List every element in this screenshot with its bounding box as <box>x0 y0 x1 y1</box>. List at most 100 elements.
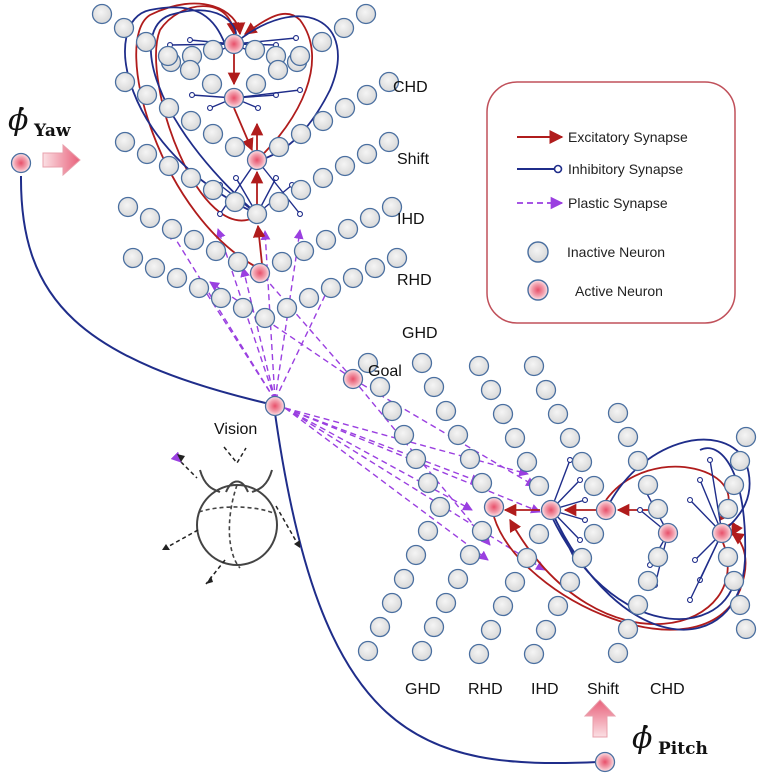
yaw-rhd-neuron <box>381 196 403 218</box>
vision-label: Vision <box>214 421 257 438</box>
pitch-ihd-neuron <box>516 547 538 569</box>
pitch-chd2-neuron <box>617 426 639 448</box>
yaw-ghd-neuron <box>342 267 364 289</box>
yaw-chd-neuron <box>201 73 223 95</box>
yaw-ghd-neuron <box>144 257 166 279</box>
yaw-shift-neuron <box>356 84 378 106</box>
pitch-rhd-neuron <box>411 640 433 662</box>
pitch-chd-neuron <box>723 570 745 592</box>
excitatory-synapse <box>135 2 263 271</box>
pitch-ihd-neuron <box>492 403 514 425</box>
pitch-ihd-neuron <box>516 451 538 473</box>
legend-inactive-label: Inactive Neuron <box>567 244 665 260</box>
yaw-chd-top-neuron <box>202 39 224 61</box>
yaw-ihd-neuron <box>158 155 180 177</box>
pitch-ihd-neuron <box>480 619 502 641</box>
inhibitory-synapse <box>150 9 258 215</box>
yaw-shift-neuron <box>290 123 312 145</box>
inhibitory-synapse <box>686 532 723 604</box>
pitch-chd-neuron <box>717 498 739 520</box>
legend-box <box>486 81 736 324</box>
pitch-chd-neuron <box>723 474 745 496</box>
excitatory-synapse <box>155 5 258 222</box>
pitch-rhd-neuron <box>459 544 481 566</box>
yaw-ihd-neuron <box>224 191 246 213</box>
pitch-ghd-neuron <box>381 592 403 614</box>
yaw-shift-neuron <box>180 110 202 132</box>
yaw-ghd-neuron <box>210 287 232 309</box>
legend-plastic-label: Plastic Synapse <box>568 195 668 211</box>
yaw-chd-top-neuron <box>244 39 266 61</box>
pitch-rhd-neuron <box>435 592 457 614</box>
pitch-rhd-neuron <box>423 616 445 638</box>
yaw-chd-neuron <box>289 45 311 67</box>
yaw-ghd-neuron <box>364 257 386 279</box>
yaw-shift-neuron <box>158 97 180 119</box>
yaw-ihd-neuron <box>114 131 136 153</box>
yaw-rhd-neuron <box>183 229 205 251</box>
pitch-ihd-neuron <box>504 427 526 449</box>
legend-excitatory-label: Excitatory Synapse <box>568 129 688 145</box>
pitch-chd-neuron <box>735 618 757 640</box>
yaw-chd-neuron <box>113 17 135 39</box>
yaw-input-cable <box>19 175 275 406</box>
yaw-rhd-neuron <box>293 240 315 262</box>
pitch-chd2-neuron <box>647 546 669 568</box>
yaw-shift-neuron <box>202 123 224 145</box>
yaw-rhd-neuron <box>249 262 271 284</box>
pitch-chd-neuron <box>735 426 757 448</box>
pitch-rhd-neuron <box>435 400 457 422</box>
yaw-chd-top-neuron <box>223 33 245 55</box>
legend-inhibitory-label: Inhibitory Synapse <box>568 161 683 177</box>
pitch-chd2-neuron <box>607 642 629 664</box>
yaw-shift-neuron <box>334 97 356 119</box>
pitch-chd-neuron <box>717 546 739 568</box>
legend: Excitatory Synapse Inhibitory Synapse Pl… <box>486 81 736 324</box>
plastic-synapse <box>284 407 541 514</box>
pitch-ihd-neuron <box>480 379 502 401</box>
pitch-shift-neuron <box>559 427 581 449</box>
yaw-ihd-neuron <box>268 191 290 213</box>
yaw-ghd-neuron <box>254 307 276 329</box>
yaw-layer-label-shift: Shift <box>397 151 430 168</box>
plastic-synapse <box>352 378 491 546</box>
pitch-ghd-neuron <box>417 520 439 542</box>
yaw-ihd-neuron <box>180 167 202 189</box>
svg-text:Yaw: Yaw <box>33 121 71 141</box>
yaw-chd-neuron <box>333 17 355 39</box>
yaw-ghd-neuron <box>320 277 342 299</box>
yaw-ihd-neuron <box>312 167 334 189</box>
yaw-input-neuron <box>10 152 32 174</box>
pitch-layer-label-ihd: IHD <box>531 681 559 698</box>
yaw-rhd-neuron <box>337 218 359 240</box>
pitch-chd-neuron <box>711 522 733 544</box>
yaw-shift-neuron <box>136 84 158 106</box>
yaw-ghd-neuron <box>188 277 210 299</box>
plastic-synapse <box>284 407 481 484</box>
goal-label: Goal <box>368 363 402 380</box>
pitch-rhd-neuron <box>447 424 469 446</box>
plastic-synapse <box>209 281 354 380</box>
yaw-chd-neuron <box>355 3 377 25</box>
pitch-shift-neuron <box>583 475 605 497</box>
pitch-shift-neuron <box>583 523 605 545</box>
yaw-shift-neuron <box>224 136 246 158</box>
yaw-velocity-label: ϕ̇ Yaw <box>8 103 71 141</box>
yaw-ghd-neuron <box>298 287 320 309</box>
plastic-synapse <box>240 267 276 401</box>
yaw-chd-neuron <box>245 73 267 95</box>
pitch-ghd-neuron <box>369 616 391 638</box>
goal-neuron <box>342 368 364 390</box>
yaw-layer-label-ihd: IHD <box>397 211 425 228</box>
pitch-ghd-neuron <box>405 544 427 566</box>
head-eye-icon <box>161 446 301 585</box>
yaw-chd-neuron <box>223 87 245 109</box>
pitch-ihd-neuron <box>504 571 526 593</box>
yaw-ihd-neuron <box>246 203 268 225</box>
yaw-ghd-neuron <box>166 267 188 289</box>
pitch-ghd-neuron <box>357 640 379 662</box>
pitch-shift-neuron <box>571 547 593 569</box>
yaw-chd-neuron <box>157 45 179 67</box>
pitch-rhd-neuron <box>411 352 433 374</box>
